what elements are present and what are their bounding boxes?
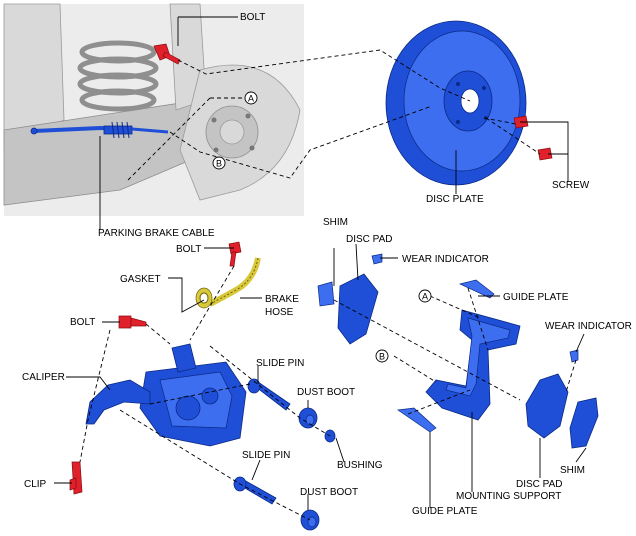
- label-shim-left: SHIM: [323, 217, 348, 228]
- leader-lines: [54, 16, 587, 510]
- label-bushing: BUSHING: [337, 460, 383, 471]
- label-parking-brake-cable: PARKING BRAKE CABLE: [98, 228, 215, 239]
- slide-pin-lower-part: [233, 476, 277, 505]
- hub-knuckle: [179, 64, 301, 201]
- guide-plate-upper-part: [458, 279, 495, 299]
- clip-part: [69, 461, 83, 495]
- bolt-left-part: [118, 315, 147, 329]
- label-brake-hose: BRAKE HOSE: [265, 294, 302, 318]
- mounting-support-part: [425, 309, 521, 421]
- label-gasket: GASKET: [120, 274, 161, 285]
- brake-hose-part: [195, 257, 261, 309]
- label-guide-plate-lower: GUIDE PLATE: [412, 506, 478, 517]
- svg-text:A: A: [248, 94, 254, 104]
- label-caliper: CALIPER: [22, 372, 65, 383]
- label-dust-boot-upper: DUST BOOT: [297, 387, 355, 398]
- label-bolt-hose: BOLT: [176, 244, 201, 255]
- ref-a-right: A: [418, 289, 432, 303]
- wear-indicator-right-part: [569, 349, 579, 363]
- label-wear-indicator-left: WEAR INDICATOR: [402, 254, 489, 265]
- ref-b-top: B: [212, 156, 226, 170]
- shim-left-part: [317, 281, 335, 307]
- wear-indicator-left-part: [371, 253, 383, 265]
- ref-a-top: A: [244, 91, 258, 105]
- parking-brake-cable-part: [30, 121, 169, 139]
- label-guide-plate-upper: GUIDE PLATE: [503, 292, 569, 303]
- disc-pad-left-part: [337, 273, 379, 345]
- svg-text:B: B: [379, 352, 385, 362]
- assembly-lines: [79, 49, 577, 521]
- screw-parts: [513, 115, 553, 161]
- label-clip: CLIP: [24, 479, 47, 490]
- ref-b-right: B: [375, 349, 389, 363]
- svg-text:B: B: [216, 159, 222, 169]
- label-bolt-left: BOLT: [70, 317, 95, 328]
- suspension-background: [3, 3, 304, 216]
- guide-plate-lower-part: [397, 407, 437, 433]
- coil-spring: [77, 40, 159, 112]
- label-bolt-top: BOLT: [240, 12, 265, 23]
- svg-text:A: A: [422, 292, 428, 302]
- label-slide-pin-lower: SLIDE PIN: [242, 450, 290, 461]
- bolt-hose-part: [228, 241, 242, 267]
- label-slide-pin-upper: SLIDE PIN: [256, 358, 304, 369]
- label-screw: SCREW: [552, 180, 590, 191]
- label-brake-hose-line1: BRAKE: [265, 294, 299, 305]
- dust-boot-upper-part: [298, 407, 318, 429]
- label-disc-plate: DISC PLATE: [426, 194, 484, 205]
- label-disc-pad-left: DISC PAD: [346, 234, 393, 245]
- disc-pad-right-part: [525, 373, 569, 439]
- bolt-top-part: [153, 43, 181, 65]
- label-mounting-support: MOUNTING SUPPORT: [456, 491, 561, 502]
- caliper-part: [85, 343, 247, 447]
- label-dust-boot-lower: DUST BOOT: [300, 487, 358, 498]
- disc-plate-part: [385, 20, 527, 186]
- label-wear-indicator-right: WEAR INDICATOR: [545, 321, 632, 332]
- label-shim-right: SHIM: [560, 465, 585, 476]
- label-disc-pad-right: DISC PAD: [516, 479, 563, 490]
- shim-right-part: [569, 397, 599, 449]
- label-brake-hose-line2: HOSE: [265, 307, 294, 318]
